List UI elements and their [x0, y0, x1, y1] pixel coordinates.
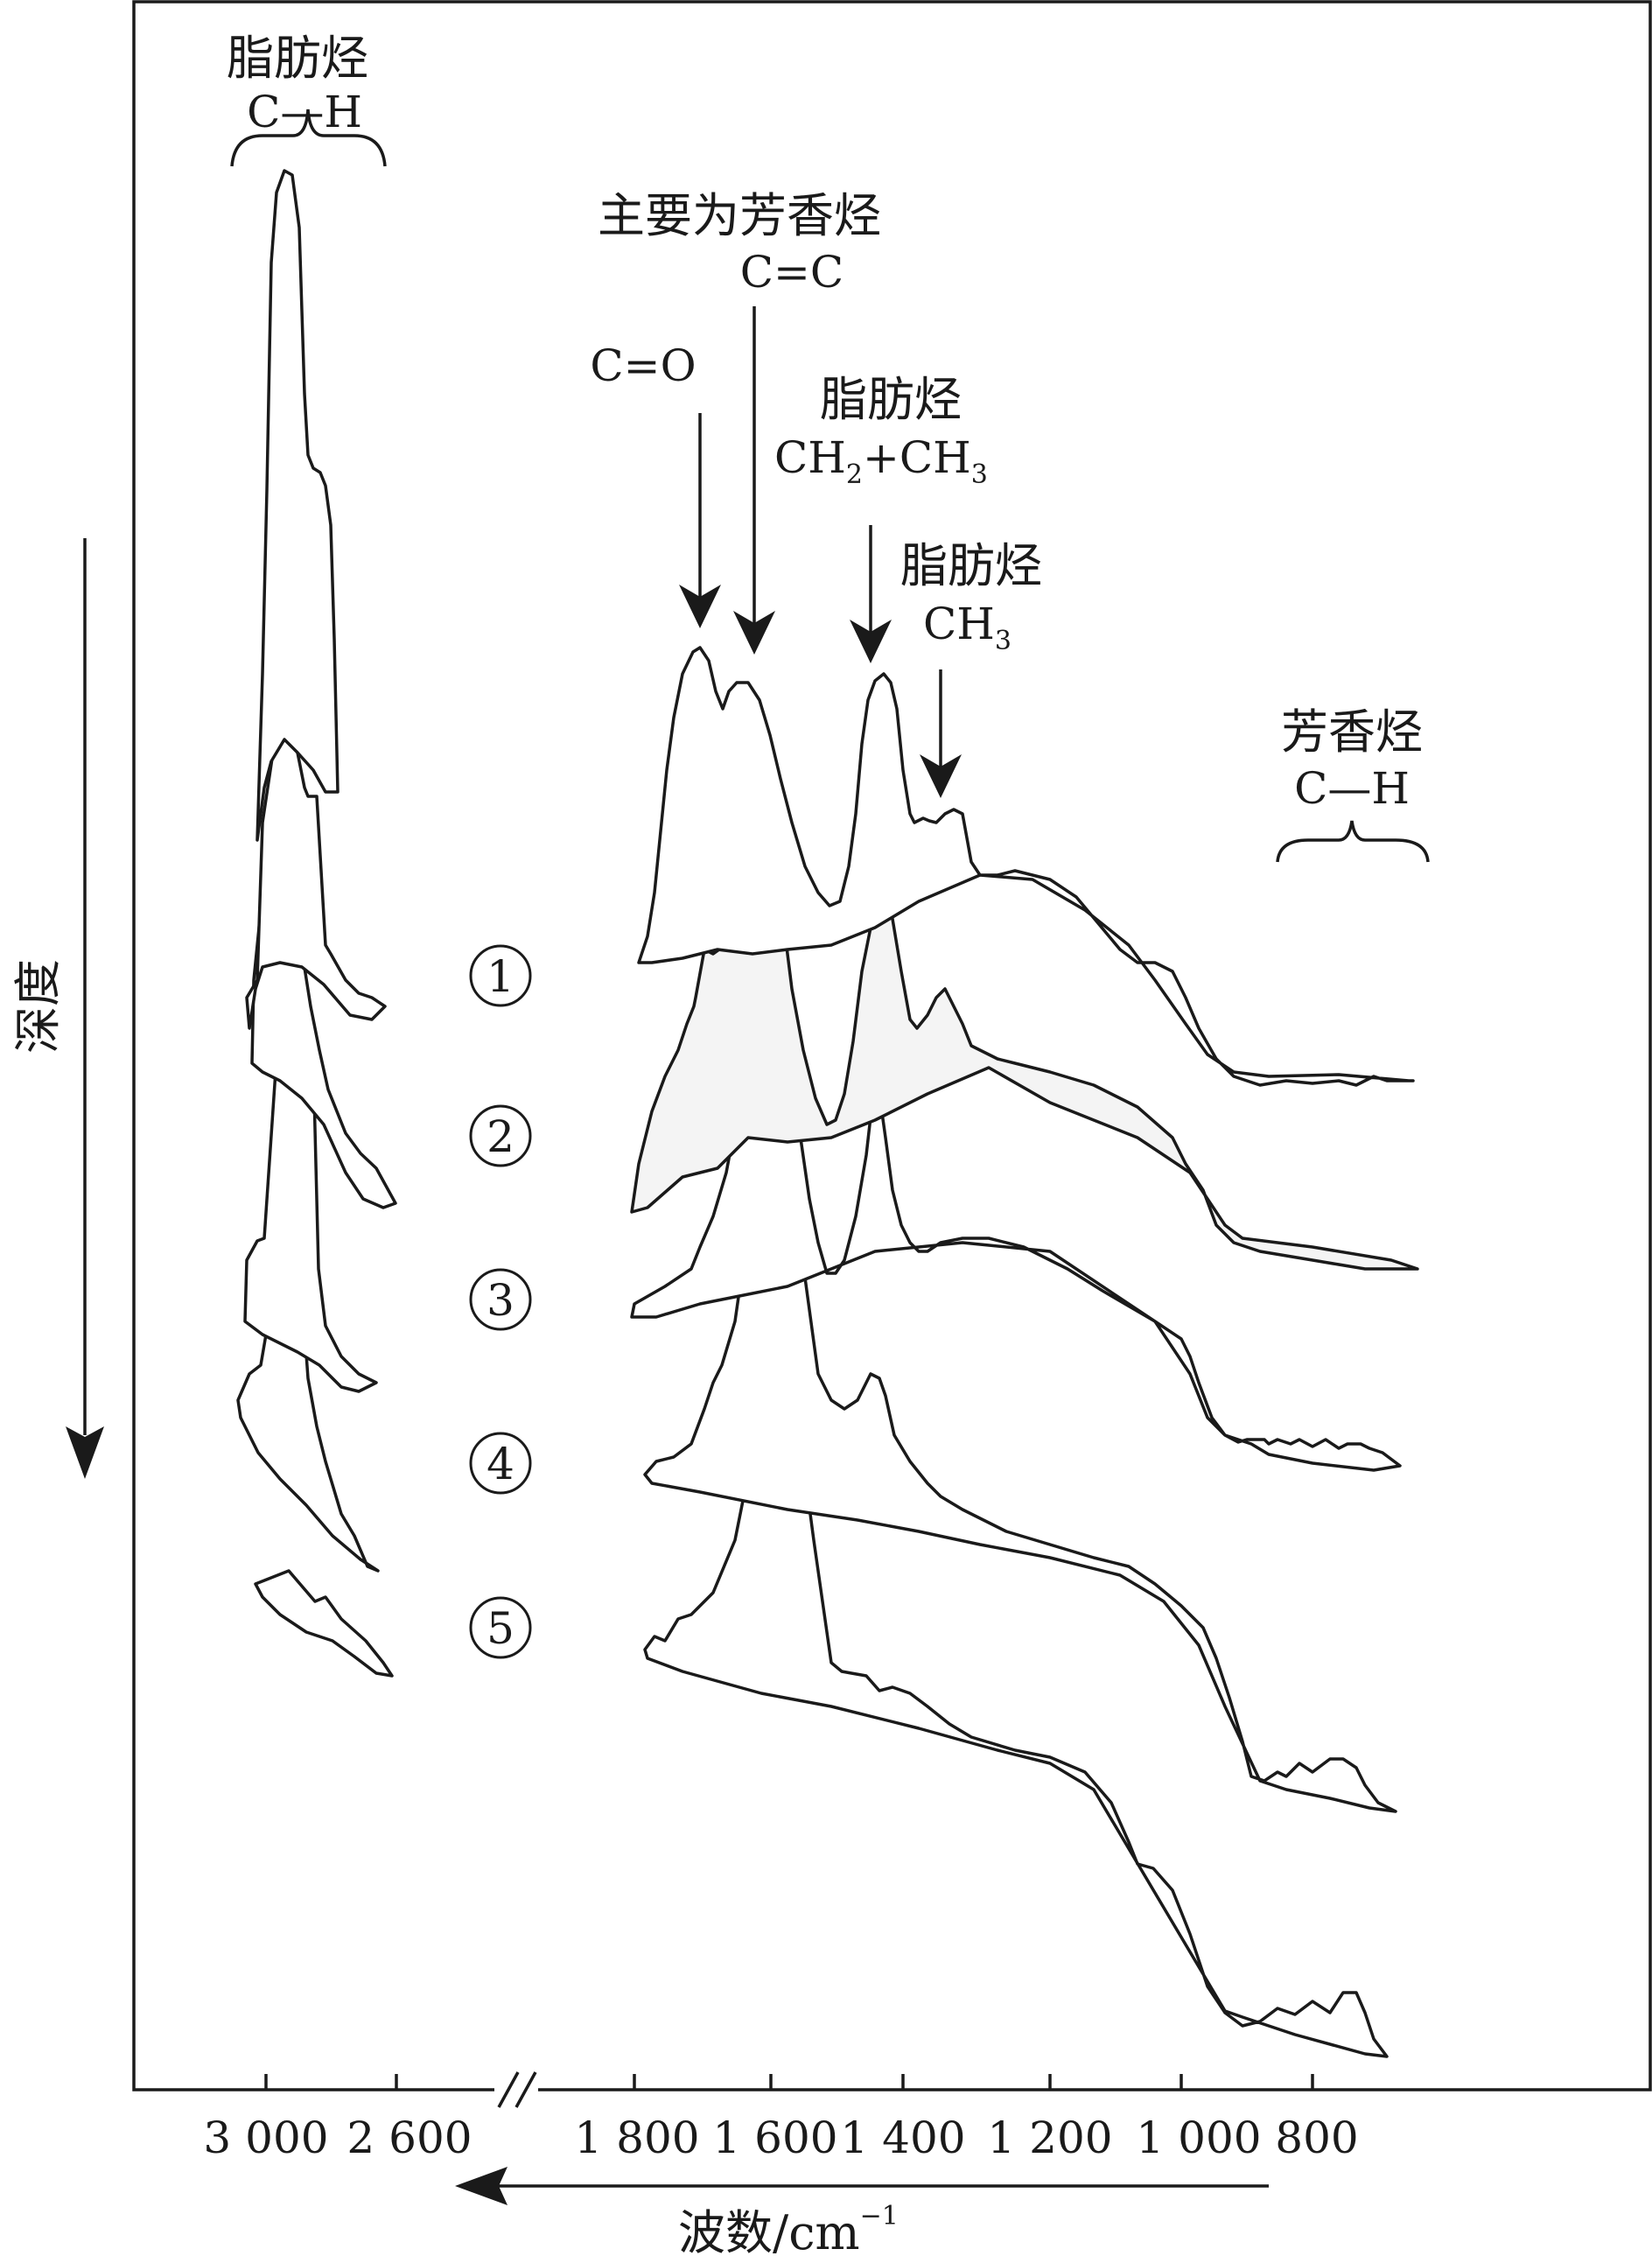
x-axis-label: 波数/cm−1	[678, 2201, 899, 2256]
ch-curve-3	[243, 1013, 378, 1393]
brace-aliphatic-ch	[230, 109, 387, 167]
ch-curve-5	[254, 1569, 394, 1678]
x-ticks	[264, 2074, 1314, 2090]
x-axis-direction-arrow	[455, 2167, 1269, 2205]
x-tick-label: 1 600	[712, 2112, 837, 2163]
x-tick-label: 1 200	[987, 2112, 1112, 2163]
sample-marker-label: 2	[486, 1111, 514, 1162]
label-ch2ch3-group: CH2+CH3	[774, 432, 988, 490]
sample-marker-label: 1	[486, 951, 514, 1002]
brace-aromatic-ch	[1276, 820, 1430, 863]
ch-region-curves	[236, 169, 397, 1678]
sample-marker-1: 1	[469, 944, 532, 1007]
y-axis-label: 深度	[10, 959, 66, 1054]
sample-marker-2: 2	[469, 1104, 532, 1167]
sample-marker-label: 4	[486, 1439, 514, 1489]
sample-marker-label: 3	[486, 1275, 514, 1326]
x-tick-label: 800	[1275, 2112, 1358, 2163]
x-tick-label: 1 000	[1136, 2112, 1261, 2163]
sample-markers: 1 2 3 4 5	[469, 944, 532, 1659]
annotation-arrows	[679, 306, 962, 798]
x-axis-label-exponent: −1	[860, 2201, 899, 2231]
label-ch2ch3-title: 脂肪烃	[820, 372, 962, 427]
label-aliphatic-ch-title: 脂肪烃	[227, 31, 368, 86]
ch2-text: CH	[774, 432, 846, 483]
label-aromatic-group: C=C	[740, 247, 844, 298]
label-carbonyl-group: C=O	[590, 340, 696, 391]
sample-marker-label: 5	[486, 1603, 514, 1654]
label-aromatic-title: 主要为芳香烃	[598, 188, 881, 243]
depth-arrow	[66, 538, 104, 1479]
ch2-subscript: 2	[846, 459, 863, 490]
x-tick-labels: 3 000 2 600 1 800 1 600 1 400 1 200 1 00…	[203, 2112, 1358, 2163]
label-ch3-group: CH3	[923, 599, 1012, 656]
sample-marker-5: 5	[469, 1596, 532, 1659]
spectrum-curve-1	[637, 646, 1415, 1087]
ch3b-text: CH	[923, 599, 995, 649]
ch3-subscript: 3	[971, 459, 988, 490]
x-tick-label: 1 800	[574, 2112, 699, 2163]
x-tick-label: 2 600	[346, 2112, 472, 2163]
ch3-text: CH	[900, 432, 971, 483]
plot-frame	[132, 0, 1652, 2091]
fingerprint-curves	[630, 646, 1419, 2058]
x-axis-label-text: 波数/cm	[678, 2205, 860, 2256]
label-ch3-title: 脂肪烃	[900, 538, 1042, 593]
sample-marker-4: 4	[469, 1432, 532, 1495]
axis-break	[494, 2071, 538, 2109]
peak-labels: 脂肪烃 C—H 主要为芳香烃 C=C C=O 脂肪烃 CH2+CH3 脂肪烃 C…	[227, 31, 1423, 814]
label-aliphatic-ch-group: C—H	[247, 87, 362, 137]
label-aromatic-ch-group: C—H	[1294, 763, 1410, 814]
sample-marker-3: 3	[469, 1268, 532, 1331]
ch3b-subscript: 3	[995, 626, 1012, 656]
label-aromatic-ch-title: 芳香烃	[1281, 704, 1423, 760]
ch-curve-top	[256, 169, 340, 842]
x-tick-label: 3 000	[203, 2112, 328, 2163]
x-tick-label: 1 400	[840, 2112, 965, 2163]
